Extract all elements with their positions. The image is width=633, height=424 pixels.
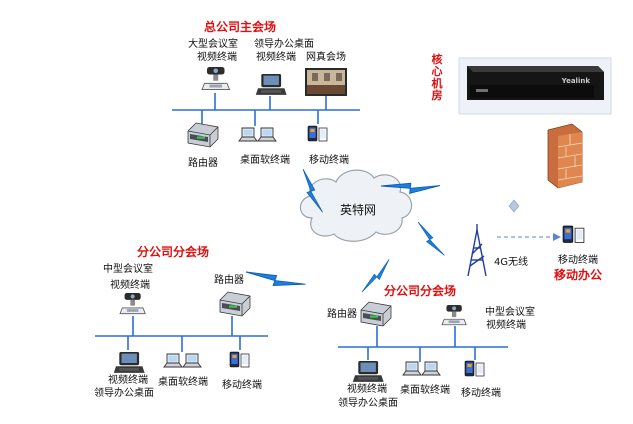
branch-left-desktop-soft-label: 桌面软终端 [158, 375, 208, 388]
hq-title: 总公司主会场 [204, 19, 276, 34]
wireless-signal-icon [508, 199, 520, 213]
branch-right-desktop-soft-label: 桌面软终端 [400, 383, 450, 396]
branch-right-router-icon [360, 301, 392, 327]
hq-web-venue-label: 网真会场 [306, 50, 346, 63]
core-server-brand: Yealink [561, 77, 591, 85]
hq-leader-desk-terminal-icon [255, 74, 287, 95]
mobile-office-phone-icon [562, 225, 585, 244]
branch-right-medium-room-label: 中型会议室 [485, 305, 535, 318]
branch-left-mobile-label: 移动终端 [222, 378, 262, 391]
svg-text:房: 房 [432, 88, 443, 102]
branch-left-mobile-icon [229, 351, 250, 368]
branch-right-medium-terminal-label: 视频终端 [486, 318, 526, 331]
mobile-office-title: 移动办公 [554, 267, 602, 282]
branch-left-desk-terminal-icon [113, 352, 145, 373]
branch-right-laptop-icons [402, 361, 441, 376]
branch-right-desk-terminal-icon [352, 361, 384, 382]
hq-leader-desk-terminal-label: 视频终端 [256, 50, 296, 63]
branch-left-router-icon [219, 291, 251, 317]
branch-right-leader-desk-label: 领导办公桌面 [338, 396, 398, 409]
branch-right-medium-terminal-icon [441, 304, 467, 326]
link-branchleft-internet [245, 250, 306, 306]
branch-left-leader-desk-label: 领导办公桌面 [94, 386, 154, 399]
svg-text:机: 机 [432, 76, 443, 90]
branch-right-video-terminal-label: 视频终端 [347, 382, 387, 395]
branch-right-title: 分公司分会场 [384, 283, 456, 298]
wireless-link-arrow [497, 233, 561, 241]
hq-desktop-laptop-icons [238, 127, 277, 142]
internet-label: 英特网 [340, 202, 376, 217]
branch-left-medium-terminal-icon [119, 292, 146, 315]
branch-left-medium-room-label: 中型会议室 [103, 262, 153, 275]
hq-router-label: 路由器 [188, 156, 218, 169]
core-room-label: 核 心 机 房 [432, 52, 443, 102]
hq-large-room-label: 大型会议室 [188, 37, 238, 50]
hq-router-icon [187, 122, 219, 148]
branch-right-mobile-icon [464, 360, 485, 377]
hq-web-venue-image [305, 68, 347, 96]
hq-large-room-terminal-label: 视频终端 [197, 50, 237, 63]
branch-left-lan-bus [95, 316, 268, 352]
branch-right-lan-bus [338, 326, 508, 362]
svg-text:心: 心 [432, 65, 443, 78]
hq-desktop-soft-label: 桌面软终端 [240, 153, 290, 166]
link-tower-internet [411, 221, 452, 256]
svg-text:核: 核 [432, 52, 443, 66]
branch-left-router-label: 路由器 [214, 273, 244, 286]
cell-tower-icon [467, 224, 487, 277]
core-server-icon: Yealink [458, 57, 612, 115]
branch-right-mobile-label: 移动终端 [461, 386, 501, 399]
branch-left-title: 分公司分会场 [137, 244, 209, 259]
hq-mobile-icon [307, 125, 328, 142]
firewall-icon [547, 123, 583, 189]
branch-left-medium-terminal-label: 视频终端 [110, 278, 150, 291]
hq-mobile-label: 移动终端 [309, 153, 349, 166]
hq-leader-desk-label: 领导办公桌面 [254, 37, 314, 50]
wireless-label: 4G无线 [494, 255, 528, 268]
branch-left-video-terminal-label: 视频终端 [108, 373, 148, 386]
mobile-office-terminal-label: 移动终端 [558, 253, 598, 266]
hq-large-room-terminal-icon [201, 66, 231, 91]
branch-left-laptop-icons [163, 353, 202, 368]
hq-lan-bus [172, 93, 360, 126]
branch-right-router-label: 路由器 [327, 307, 357, 320]
